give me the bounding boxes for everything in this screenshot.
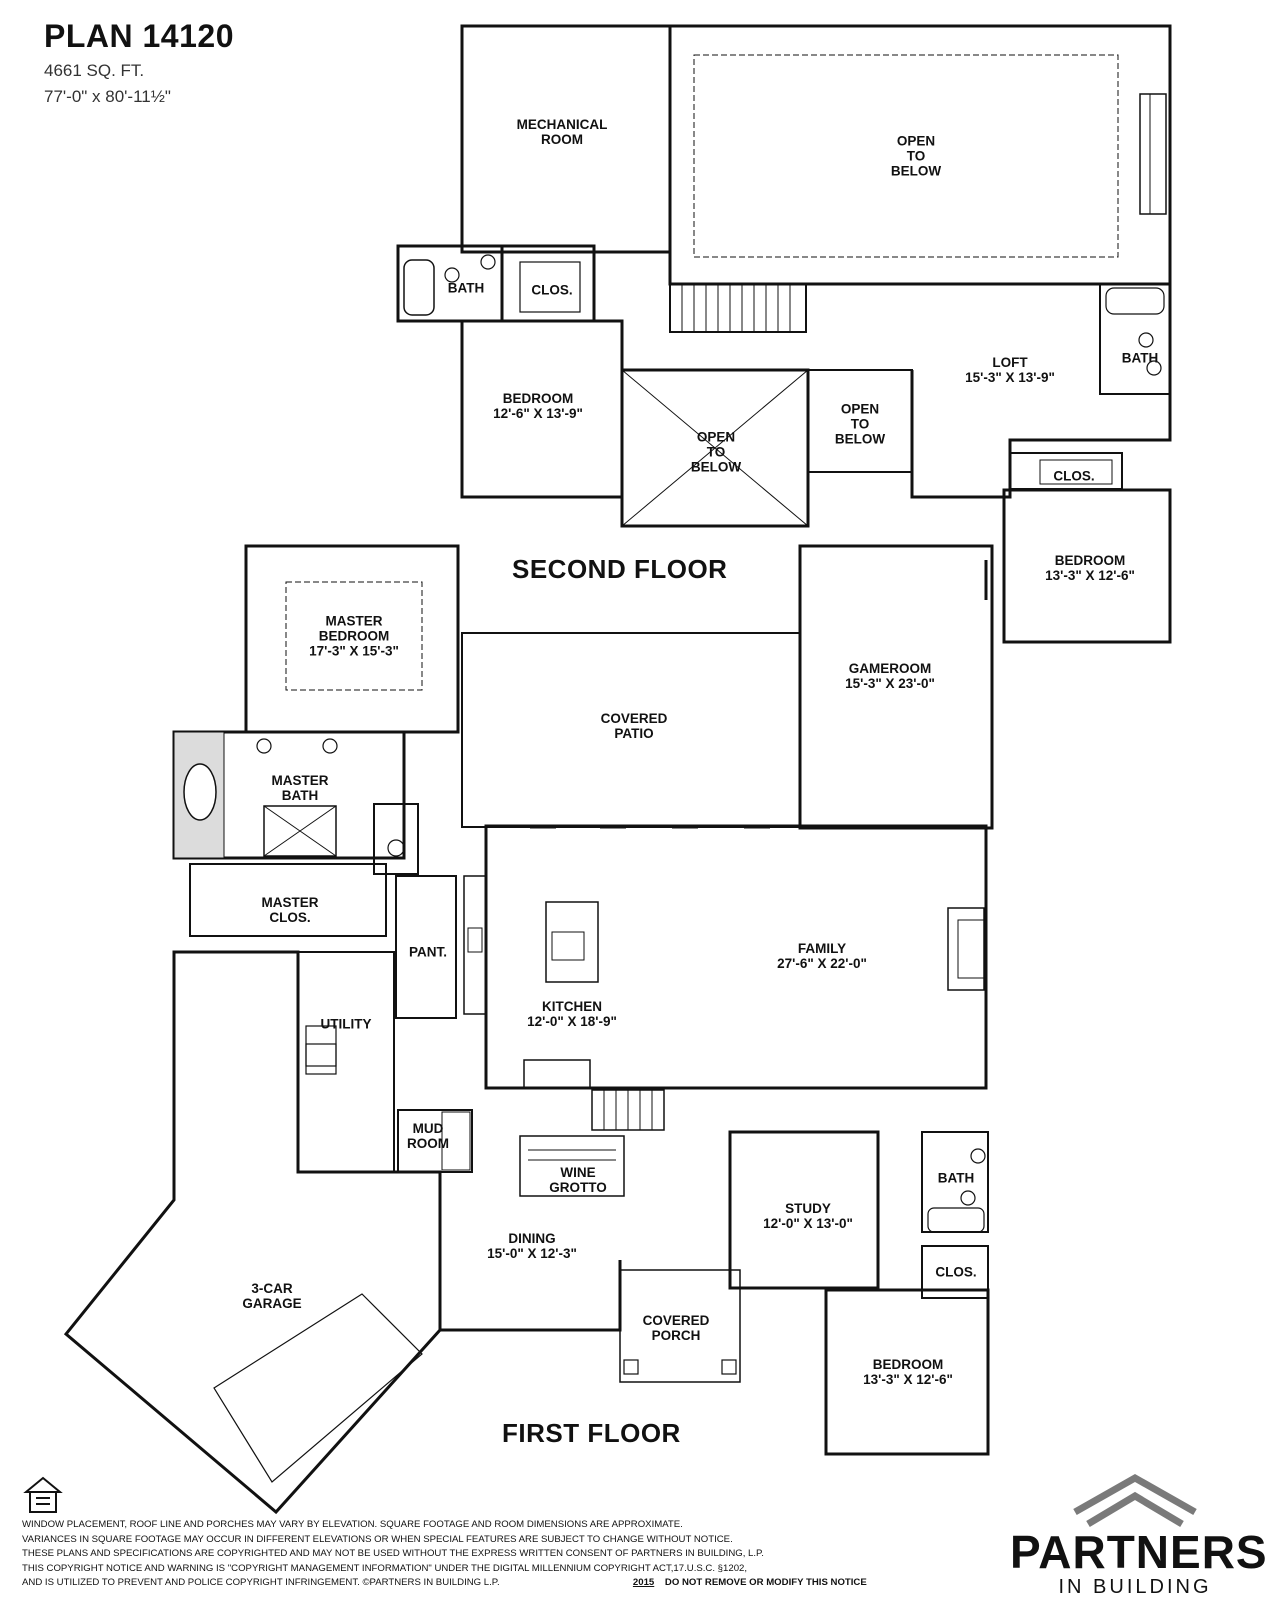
room-clos-left: CLOS. [531,282,573,298]
plan-dimensions: 77'-0" x 80'-11½" [44,87,171,106]
partners-in-building-logo: PARTNERS IN BUILDING [1010,1480,1268,1599]
room-clos-right: CLOS. [1053,468,1095,484]
logo-subtitle: IN BUILDING [1058,1576,1212,1598]
room-bath-left: BATH [447,280,485,296]
room-pantry: PANT. [408,944,448,960]
room-bath-right: BATH [1121,350,1159,366]
plan-square-feet: 4661 SQ. FT. [44,61,145,80]
room-clos: CLOS. [935,1264,977,1280]
disclaimer-line: WINDOW PLACEMENT, ROOF LINE AND PORCHES … [22,1519,683,1530]
copyright-notice: DO NOT REMOVE OR MODIFY THIS NOTICE [664,1577,867,1589]
room-utility: UTILITY [320,1016,372,1032]
second-floor-walls [396,24,1172,644]
disclaimer-line: THESE PLANS AND SPECIFICATIONS ARE COPYR… [22,1548,764,1560]
logo-word: PARTNERS [1010,1526,1268,1578]
disclaimer-line: AND IS UTILIZED TO PREVENT AND POLICE CO… [22,1577,867,1589]
first-floor-walls [63,544,994,1515]
plan-header: PLAN 14120 4661 SQ. FT. 77'-0" x 80'-11½… [44,18,234,107]
copyright-disclaimer: WINDOW PLACEMENT, ROOF LINE AND PORCHES … [22,1518,982,1591]
equal-housing-opportunity-icon [23,1476,63,1513]
first-floor-title: FIRST FLOOR [502,1418,681,1448]
disclaimer-line: VARIANCES IN SQUARE FOOTAGE MAY OCCUR IN… [22,1533,733,1545]
second-floor-title: SECOND FLOOR [512,554,728,584]
room-bath: BATH [937,1170,975,1186]
copyright-year: 2015 [632,1577,655,1589]
disclaimer-line: THIS COPYRIGHT NOTICE AND WARNING IS "CO… [22,1562,748,1574]
plan-title: PLAN 14120 [44,18,234,54]
partners-logo-roof-icon [1073,1473,1197,1528]
